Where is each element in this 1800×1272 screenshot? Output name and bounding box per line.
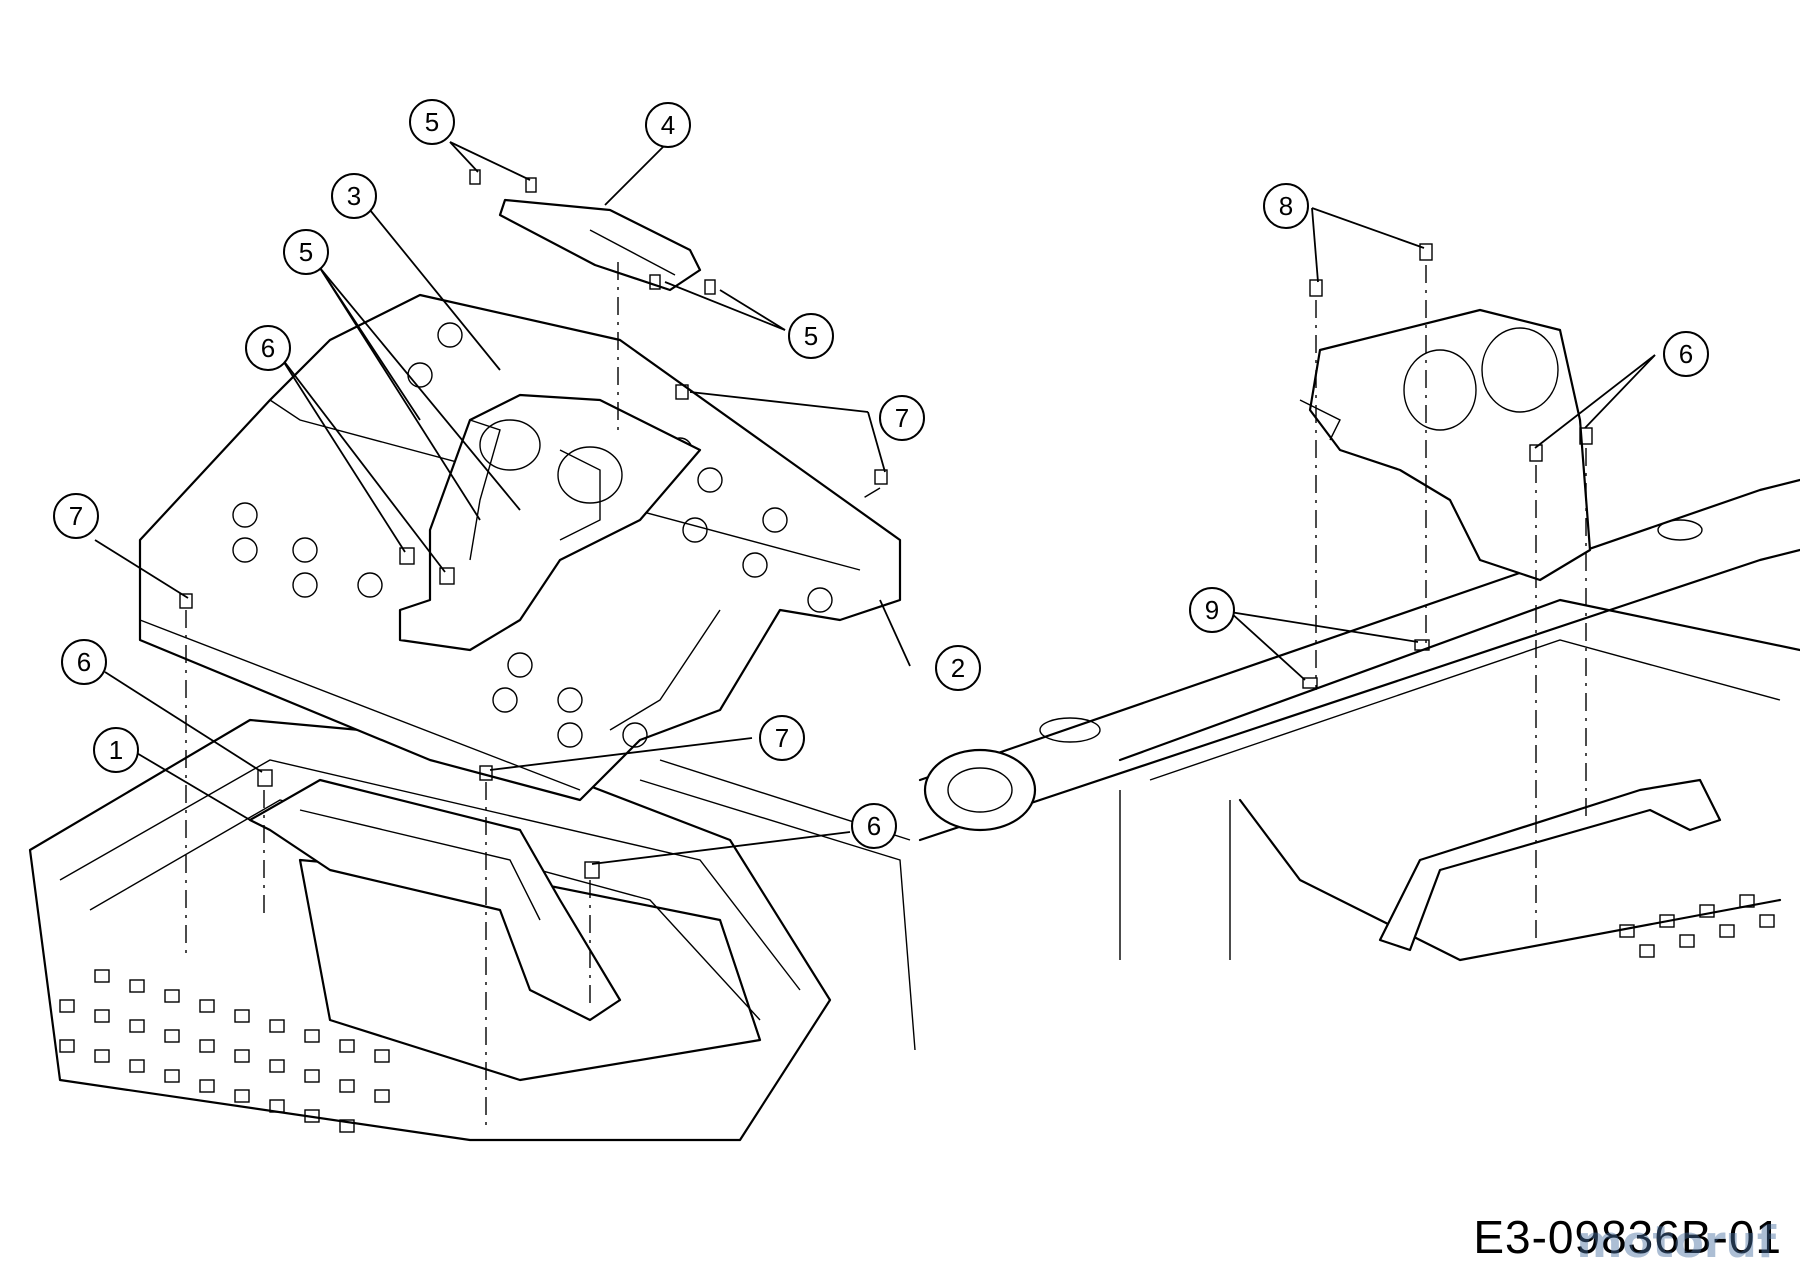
svg-text:5: 5 bbox=[425, 107, 439, 137]
svg-text:5: 5 bbox=[804, 321, 818, 351]
left-assembly bbox=[28, 169, 916, 1142]
plate-nut-pattern bbox=[232, 322, 833, 748]
svg-text:7: 7 bbox=[69, 501, 83, 531]
drawing-number: E3-09836B-01 bbox=[1473, 1211, 1782, 1263]
callout-5-right: 5 bbox=[788, 313, 834, 359]
leader-lines bbox=[94, 141, 1656, 865]
callout-6-bottom: 6 bbox=[851, 803, 897, 849]
svg-text:4: 4 bbox=[661, 110, 675, 140]
lower-frame bbox=[28, 718, 916, 1142]
svg-text:6: 6 bbox=[77, 647, 91, 677]
right-assembly bbox=[918, 243, 1800, 962]
right-deck-holes bbox=[1619, 894, 1775, 958]
svg-text:3: 3 bbox=[347, 181, 361, 211]
callout-7-left: 7 bbox=[53, 493, 99, 539]
svg-text:6: 6 bbox=[867, 811, 881, 841]
watermark-logo: motoruf bbox=[1576, 1217, 1776, 1268]
svg-text:7: 7 bbox=[775, 723, 789, 753]
svg-text:2: 2 bbox=[951, 653, 965, 683]
svg-text:6: 6 bbox=[261, 333, 275, 363]
svg-text:6: 6 bbox=[1679, 339, 1693, 369]
cover-part-4 bbox=[498, 198, 702, 292]
callout-1: 1 bbox=[93, 727, 139, 773]
svg-text:1: 1 bbox=[109, 735, 123, 765]
seat-bracket-part-3 bbox=[398, 393, 702, 652]
alignment-lines-left bbox=[185, 262, 881, 1130]
callout-5-left: 5 bbox=[283, 229, 329, 275]
svg-text:8: 8 bbox=[1279, 191, 1293, 221]
callout-2: 2 bbox=[935, 645, 981, 691]
callout-8: 8 bbox=[1263, 183, 1309, 229]
callout-7-bottom: 7 bbox=[759, 715, 805, 761]
callout-6-right: 6 bbox=[1663, 331, 1709, 377]
seat-bracket-right bbox=[1299, 308, 1592, 582]
callout-9: 9 bbox=[1189, 587, 1235, 633]
lower-deck-holes bbox=[59, 969, 390, 1133]
svg-text:9: 9 bbox=[1205, 595, 1219, 625]
pivot-hub bbox=[923, 519, 1703, 832]
callout-4: 4 bbox=[645, 102, 691, 148]
right-handle bbox=[1378, 778, 1722, 952]
callout-6-mid-left: 6 bbox=[61, 639, 107, 685]
callout-5-top: 5 bbox=[409, 99, 455, 145]
fasteners-left bbox=[179, 169, 888, 879]
callout-6-upper-left: 6 bbox=[245, 325, 291, 371]
bracket-part-1 bbox=[248, 778, 622, 1022]
callout-7-right: 7 bbox=[879, 395, 925, 441]
callout-3: 3 bbox=[331, 173, 377, 219]
svg-text:5: 5 bbox=[299, 237, 313, 267]
svg-text:7: 7 bbox=[895, 403, 909, 433]
